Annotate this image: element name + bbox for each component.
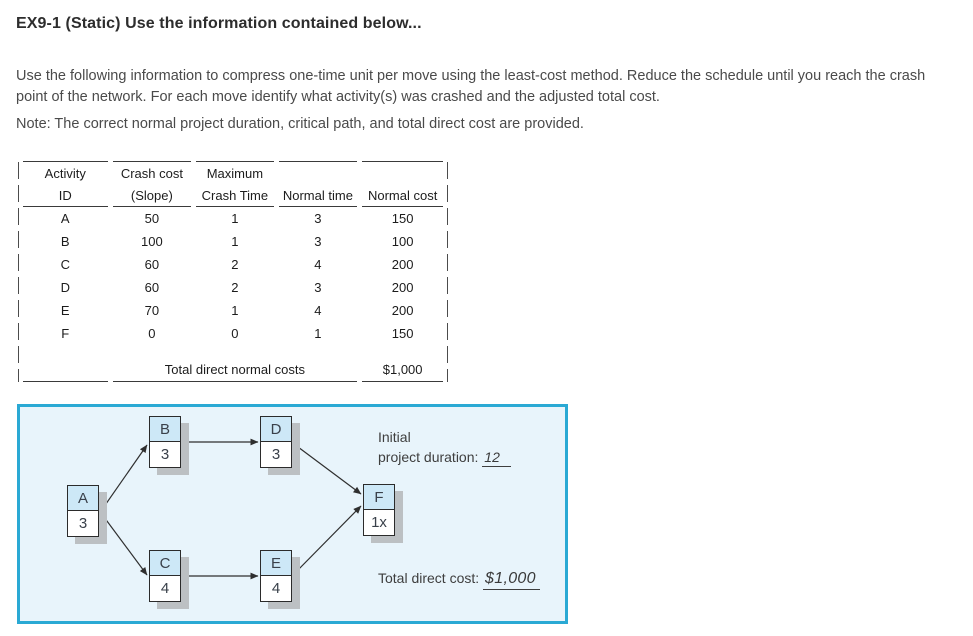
total-direct-costs-value: $1,000 [362,358,443,382]
cell-slope: 70 [144,303,160,318]
node-label: E [261,551,291,576]
column-header-normal-cost: Normal cost [362,185,443,207]
initial-duration-label-line2: project duration: [378,449,479,465]
node-f: F 1x [363,484,395,536]
initial-duration-label-line1: Initial [378,429,411,445]
cell-crash-time: 0 [231,326,239,341]
node-a: A 3 [67,485,99,537]
activity-row-f: F 0 0 1 150 [23,322,443,345]
note-text: Note: The correct normal project duratio… [16,116,584,132]
cell-normal-cost: 200 [391,303,414,318]
node-label: F [364,485,394,510]
node-duration: 3 [261,442,291,467]
cell-normal-time: 3 [314,234,322,249]
table-header-row-2: ID (Slope) Crash Time Normal time Normal… [23,185,443,207]
cell-normal-cost: 100 [391,234,414,249]
activity-table: Activity Crash cost Maximum ID (Slope) C… [18,161,448,382]
cell-slope: 60 [144,257,160,272]
cell-normal-cost: 150 [391,211,414,226]
network-arrows [100,438,362,580]
cell-normal-cost: 200 [391,280,414,295]
node-duration: 3 [150,442,180,467]
column-header-slope: (Slope) [112,185,192,207]
cell-crash-time: 1 [231,234,239,249]
activity-row-e: E 70 1 4 200 [23,299,443,322]
activity-row-b: B 100 1 3 100 [23,230,443,253]
table-header-row-1: Activity Crash cost Maximum [23,161,443,185]
cell-normal-cost: 200 [391,257,414,272]
node-label: D [261,417,291,442]
node-label: B [150,417,180,442]
cell-crash-time: 1 [231,303,239,318]
total-cost-label: Total direct cost: [378,570,480,586]
cell-crash-time: 2 [231,280,239,295]
total-cost-value: $1,000 [483,570,540,590]
cell-slope: 100 [141,234,163,249]
node-d: D 3 [260,416,292,468]
spacer-row [23,345,443,358]
column-header-blank-1 [278,161,358,185]
cell-normal-cost: 150 [391,326,414,341]
table-footer-row: Total direct normal costs $1,000 [23,358,443,382]
exercise-title: EX9-1 (Static) Use the information conta… [16,15,422,32]
activity-row-d: D 60 2 3 200 [23,276,443,299]
column-header-blank-2 [362,161,443,185]
cell-normal-time: 3 [314,280,322,295]
cell-slope: 50 [144,211,160,226]
activity-row-c: C 60 2 4 200 [23,253,443,276]
footer-blank-cell [23,358,108,382]
node-duration: 4 [261,576,291,601]
cell-normal-time: 3 [314,211,322,226]
instructions-text: Use the following information to compres… [16,68,926,105]
cell-normal-time: 4 [314,303,322,318]
column-header-activity: Activity [23,161,108,185]
initial-duration-value: 12 [482,449,511,467]
cell-slope: 60 [144,280,160,295]
column-header-crash-cost: Crash cost [112,161,192,185]
total-direct-costs-label: Total direct normal costs [112,358,358,382]
cell-slope: 0 [148,326,156,341]
initial-duration-block: Initial project duration: 12 [378,427,511,467]
node-label: A [68,486,98,511]
cell-id: C [60,257,70,272]
total-cost-block: Total direct cost: $1,000 [378,568,540,590]
cell-id: B [60,234,70,249]
column-header-crash-time: Crash Time [196,185,274,207]
cell-id: A [60,211,70,226]
cell-id: D [60,280,70,295]
cell-id: E [60,303,70,318]
node-e: E 4 [260,550,292,602]
node-duration: 3 [68,511,98,536]
network-figure: A 3 B 3 C 4 D 3 E 4 F 1x Initial project… [17,404,568,624]
cell-crash-time: 1 [231,211,239,226]
cell-crash-time: 2 [231,257,239,272]
cell-id: F [61,326,70,341]
node-duration: 4 [150,576,180,601]
node-b: B 3 [149,416,181,468]
node-duration: 1x [364,510,394,535]
column-header-id: ID [23,185,108,207]
node-c: C 4 [149,550,181,602]
cell-normal-time: 4 [314,257,322,272]
activity-row-a: A 50 1 3 150 [23,207,443,230]
column-header-maximum: Maximum [196,161,274,185]
cell-normal-time: 1 [314,326,322,341]
node-label: C [150,551,180,576]
column-header-normal-time: Normal time [278,185,358,207]
